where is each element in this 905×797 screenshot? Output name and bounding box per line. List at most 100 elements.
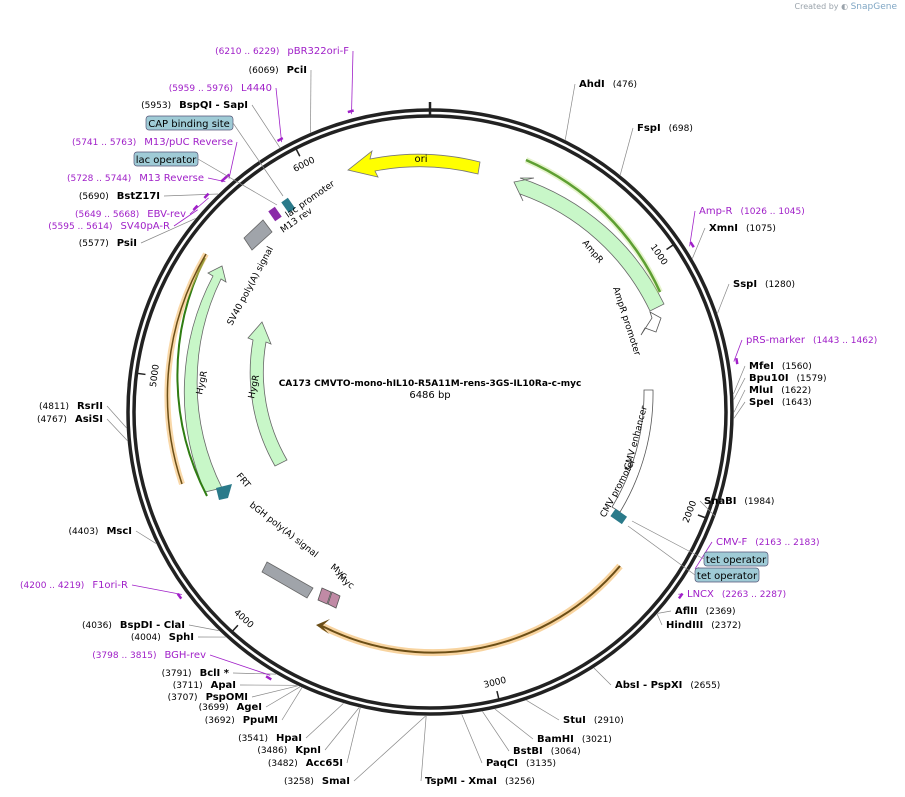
enzyme-name: AflII <box>675 606 698 617</box>
enzyme-leader <box>281 687 303 721</box>
cap-binding-site-leader <box>232 122 284 197</box>
enzyme-leader <box>265 686 301 708</box>
enzyme-position: (4811) <box>39 402 69 412</box>
enzyme-leader <box>482 711 510 752</box>
enzyme-position: (1579) <box>797 374 827 384</box>
enzyme-name: MfeI <box>749 361 774 372</box>
primer-label: (5959 .. 5976)L4440 <box>169 83 272 94</box>
enzyme-label: Bpu10I(1579) <box>749 373 826 384</box>
primer-label: (5741 .. 5763)M13/pUC Reverse <box>72 137 233 148</box>
enzyme-leader <box>733 365 746 395</box>
enzyme-label: (5577)PsiI <box>79 238 137 249</box>
primer-leader <box>207 177 226 183</box>
primer-label: Amp-R(1026 .. 1045) <box>699 206 805 217</box>
insert-cds-halo <box>320 563 623 657</box>
enzyme-position: (1560) <box>782 362 812 372</box>
enzyme-position: (4767) <box>37 415 67 425</box>
primer-label: (5649 .. 5668) EBV-rev <box>75 209 186 220</box>
enzyme-name: PspOMI <box>206 692 248 703</box>
myc-tag-1-feature <box>317 587 332 605</box>
boxed-features: CAP binding site lac operator tet operat… <box>133 115 769 583</box>
enzyme-position: (698) <box>669 124 693 134</box>
primer-label: (4200 .. 4219)F1ori-R <box>20 580 128 591</box>
enzyme-leader <box>692 227 706 259</box>
primer-name: SV40pA-R <box>121 221 170 232</box>
enzyme-label: BamHI(3021) <box>537 734 612 745</box>
primer-range: (2163 .. 2183) <box>755 538 819 548</box>
enzyme-name: MluI <box>749 385 773 396</box>
ampr-feature <box>513 177 665 312</box>
enzyme-leader <box>232 672 277 675</box>
hygr-outer-feature <box>183 265 227 493</box>
tet-operator-1-label: tet operator <box>706 555 767 566</box>
primer-name: BGH-rev <box>164 650 206 661</box>
ori-feature <box>347 149 481 178</box>
enzyme-position: (3486) <box>257 746 287 756</box>
enzyme-label: AflII(2369) <box>675 606 736 617</box>
enzyme-label: (3482)Acc65I <box>268 758 343 769</box>
myc-tag-2-feature <box>327 591 341 609</box>
enzyme-label: SnaBI(1984) <box>704 496 774 507</box>
enzyme-position: (2372) <box>711 621 741 631</box>
enzyme-leader <box>619 127 634 175</box>
enzyme-leader <box>163 193 219 197</box>
enzyme-leader <box>593 667 612 686</box>
primer-range: (2263 .. 2287) <box>722 590 786 600</box>
insert-cds-track <box>321 565 621 654</box>
sv40-polya-feature <box>243 219 273 251</box>
hygr-outer-label: HygR <box>195 370 210 396</box>
enzyme-label: (3711)ApaI <box>173 680 236 691</box>
primer-name: pBR322ori-F <box>287 46 349 57</box>
primer-leader <box>131 584 182 595</box>
enzyme-name: AsiSI <box>75 414 103 425</box>
m13-rev-feature <box>268 206 282 222</box>
enzyme-name: HpaI <box>276 733 302 744</box>
watermark-brand: SnapGene <box>850 2 897 12</box>
enzyme-name: RsrII <box>77 401 103 412</box>
primer-range: (5741 .. 5763) <box>72 138 136 148</box>
enzyme-leader <box>353 715 426 782</box>
enzyme-leader <box>305 703 344 739</box>
ori-label: ori <box>414 154 427 165</box>
primer-marker <box>735 357 739 365</box>
primer-marker <box>176 593 183 600</box>
primer-range: (1026 .. 1045) <box>741 207 805 217</box>
enzyme-position: (476) <box>613 80 637 90</box>
sv40-polya-label: SV40 poly(A) signal <box>226 245 276 327</box>
enzyme-name: SnaBI <box>704 496 736 507</box>
primer-name: EBV-rev <box>147 209 186 220</box>
primer-range: (3798 .. 3815) <box>92 651 156 661</box>
enzyme-leader <box>251 104 281 148</box>
insert-cds-arrowhead <box>316 619 330 634</box>
hygr-orange-track <box>166 253 207 485</box>
enzyme-label: MluI(1622) <box>749 385 811 396</box>
primer-name: F1ori-R <box>92 580 128 591</box>
primer-name: LNCX <box>687 589 714 600</box>
primer-leader <box>275 87 282 143</box>
bgh-polya-label: bGH poly(A) signal <box>247 500 319 560</box>
primer-leader <box>351 50 354 115</box>
enzyme-leader <box>140 218 196 244</box>
tet-operator-2-label: tet operator <box>697 571 758 582</box>
enzyme-name: AhdI <box>579 79 605 90</box>
enzyme-label: (3258)SmaI <box>284 776 350 787</box>
enzyme-label: BstBI(3064) <box>513 746 581 757</box>
enzyme-position: (5953) <box>141 101 171 111</box>
hygr-inner-label: HygR <box>247 374 262 400</box>
enzyme-leader <box>251 685 298 698</box>
enzyme-name: KpnI <box>295 745 321 756</box>
primer-marker <box>347 109 354 114</box>
enzyme-position: (1280) <box>765 280 795 290</box>
bgh-polya-feature <box>261 561 314 599</box>
enzyme-leader <box>106 405 127 428</box>
enzyme-leader <box>733 377 746 400</box>
tick-mark <box>231 624 239 633</box>
lac-operator-leader <box>197 158 278 206</box>
primer-range: (1443 .. 1462) <box>813 336 877 346</box>
enzyme-position: (5690) <box>79 192 109 202</box>
tick-label: 6000 <box>292 155 317 174</box>
primer-range: (5649 .. 5668) <box>75 210 139 220</box>
primer-label: (5728 .. 5744)M13 Reverse <box>67 173 204 184</box>
primer-leader <box>209 654 271 676</box>
enzyme-name: SmaI <box>322 776 350 787</box>
